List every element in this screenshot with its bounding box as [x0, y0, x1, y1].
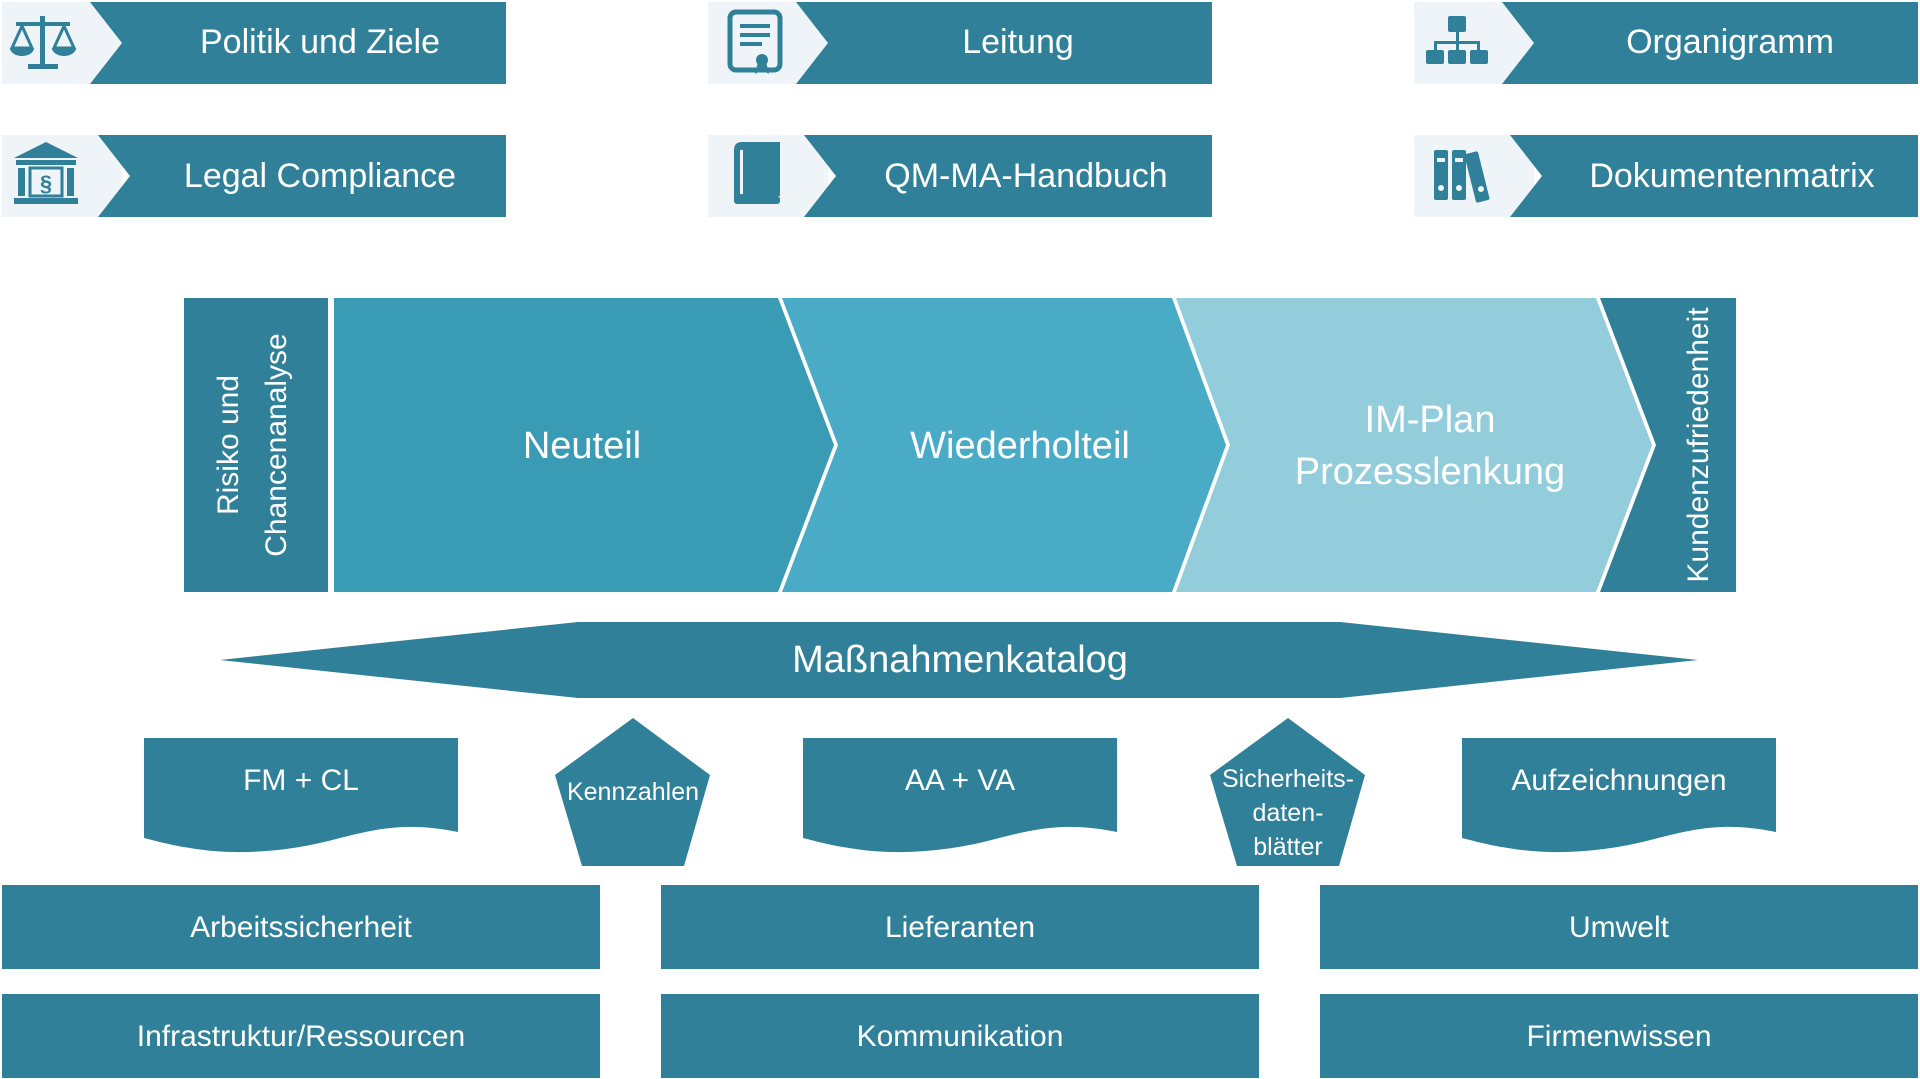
area-label: Firmenwissen — [1526, 1020, 1711, 1053]
area-umwelt[interactable]: Umwelt — [1320, 885, 1918, 969]
link-banner — [98, 135, 506, 217]
process-step-label: Neuteil — [523, 425, 641, 467]
link-organigramm[interactable]: Organigramm — [1414, 2, 1918, 84]
courthouse-icon: § — [14, 142, 78, 204]
area-label: Arbeitssicherheit — [190, 911, 412, 944]
process-row: Risiko und Chancenanalyse Neuteil Wieder… — [184, 298, 1736, 592]
link-banner — [1510, 135, 1918, 217]
link-banner — [804, 135, 1212, 217]
pentagon-kennzahlen[interactable]: Kennzahlen — [555, 718, 710, 866]
area-label: Lieferanten — [885, 911, 1035, 944]
link-label: Dokumentenmatrix — [1589, 157, 1874, 195]
link-legal-compliance[interactable]: § Legal Compliance — [2, 135, 506, 217]
svg-text:§: § — [40, 171, 52, 196]
process-step-label-line2: Prozesslenkung — [1295, 451, 1565, 493]
binders-icon — [1434, 150, 1490, 203]
risk-analysis-box[interactable]: Risiko und Chancenanalyse — [184, 298, 328, 592]
area-firmenwissen[interactable]: Firmenwissen — [1320, 994, 1918, 1078]
area-kommunikation[interactable]: Kommunikation — [661, 994, 1259, 1078]
pentagon-sicherheitsdatenblaetter[interactable]: Sicherheits- daten- blätter — [1210, 718, 1365, 866]
area-infrastruktur-ressourcen[interactable]: Infrastruktur/Ressourcen — [2, 994, 600, 1078]
customer-satisfaction-label: Kundenzufriedenheit — [1682, 307, 1715, 583]
link-dokumentenmatrix[interactable]: Dokumentenmatrix — [1414, 135, 1918, 217]
area-arbeitssicherheit[interactable]: Arbeitssicherheit — [2, 885, 600, 969]
process-step-wiederholteil[interactable]: Wiederholteil — [782, 298, 1226, 592]
link-banner — [796, 2, 1212, 84]
document-label: AA + VA — [905, 764, 1015, 797]
link-banner — [90, 2, 506, 84]
pentagon-label: Kennzahlen — [567, 778, 699, 806]
link-qm-ma-handbuch[interactable]: QM-MA-Handbuch — [708, 135, 1212, 217]
link-label: Leitung — [962, 23, 1074, 61]
link-label: QM-MA-Handbuch — [884, 157, 1167, 195]
document-label: Aufzeichnungen — [1511, 764, 1726, 797]
document-fm-cl[interactable]: FM + CL — [144, 738, 458, 853]
document-aa-va[interactable]: AA + VA — [803, 738, 1117, 853]
link-leitung[interactable]: Leitung — [708, 2, 1212, 84]
link-banner — [1502, 2, 1918, 84]
area-label: Kommunikation — [857, 1020, 1064, 1053]
area-label: Infrastruktur/Ressourcen — [137, 1020, 465, 1053]
org-chart-icon — [1426, 16, 1488, 64]
link-label: Politik und Ziele — [200, 23, 440, 61]
risk-label-line2: Chancenanalyse — [260, 333, 293, 557]
link-politik-und-ziele[interactable]: Politik und Ziele — [2, 2, 506, 84]
customer-satisfaction-box[interactable]: Kundenzufriedenheit — [1600, 298, 1736, 592]
measures-catalog[interactable]: Maßnahmenkatalog — [220, 622, 1698, 698]
book-icon — [734, 142, 780, 204]
document-aufzeichnungen[interactable]: Aufzeichnungen — [1462, 738, 1776, 853]
area-label: Umwelt — [1569, 911, 1670, 944]
document-label: FM + CL — [243, 764, 359, 797]
area-lieferanten[interactable]: Lieferanten — [661, 885, 1259, 969]
process-step-neuteil[interactable]: Neuteil — [334, 298, 834, 592]
scales-icon — [9, 16, 77, 69]
risk-label-line1: Risiko und — [212, 375, 245, 515]
pentagon-label-line3: blätter — [1253, 833, 1322, 861]
certificate-document-icon — [727, 9, 783, 74]
process-step-label-line1: IM-Plan — [1365, 399, 1496, 441]
link-label: Legal Compliance — [184, 157, 456, 195]
catalog-label: Maßnahmenkatalog — [792, 639, 1128, 681]
pentagon-label-line1: Sicherheits- — [1222, 765, 1354, 793]
link-label: Organigramm — [1626, 23, 1834, 61]
process-step-im-plan[interactable]: IM-Plan Prozesslenkung — [1176, 298, 1652, 592]
process-step-label: Wiederholteil — [910, 425, 1130, 467]
pentagon-label-line2: daten- — [1253, 799, 1324, 827]
